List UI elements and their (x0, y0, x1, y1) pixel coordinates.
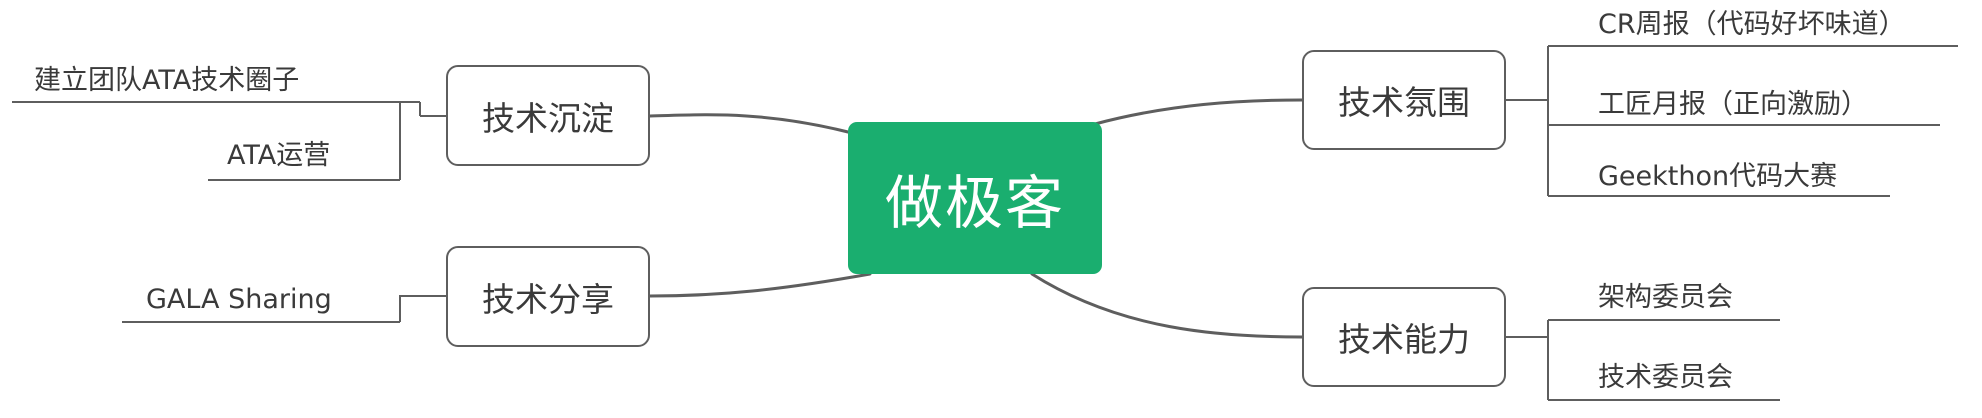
leaf-craftsman-monthly[interactable]: 工匠月报（正向激励） (1598, 89, 1868, 120)
branch-tech-sharing[interactable]: 技术分享 (446, 246, 650, 347)
branch-label: 技术能力 (1338, 320, 1470, 359)
leaf-tech-committee[interactable]: 技术委员会 (1598, 362, 1733, 393)
bracket-fenwei (1506, 46, 1549, 196)
leaf-gala-sharing[interactable]: GALA Sharing (146, 284, 332, 315)
leaf-geekthon[interactable]: Geekthon代码大赛 (1598, 161, 1838, 192)
bracket-chendian (399, 101, 446, 180)
branch-label: 技术分享 (482, 279, 614, 319)
edge-center-nengli (1030, 272, 1304, 339)
center-node[interactable]: 做极客 (848, 122, 1102, 274)
edge-center-fenxiang (648, 272, 872, 298)
branch-tech-capability[interactable]: 技术能力 (1302, 287, 1506, 387)
branch-tech-atmosphere[interactable]: 技术氛围 (1302, 50, 1506, 150)
center-label: 做极客 (884, 169, 1065, 237)
branch-label: 技术氛围 (1338, 83, 1470, 122)
branch-label: 技术沉淀 (482, 98, 614, 138)
bracket-nengli (1506, 320, 1549, 400)
leaf-ata-ops[interactable]: ATA运营 (227, 140, 331, 171)
edge-center-chendian (648, 113, 850, 134)
branch-tech-accumulation[interactable]: 技术沉淀 (446, 65, 650, 166)
edge-center-fenwei (1093, 98, 1304, 126)
leaf-cr-weekly[interactable]: CR周报（代码好坏味道） (1598, 9, 1906, 40)
leaf-architecture-committee[interactable]: 架构委员会 (1598, 282, 1733, 313)
leaf-ata-circle[interactable]: 建立团队ATA技术圈子 (34, 65, 300, 96)
bracket-fenxiang (399, 295, 446, 322)
